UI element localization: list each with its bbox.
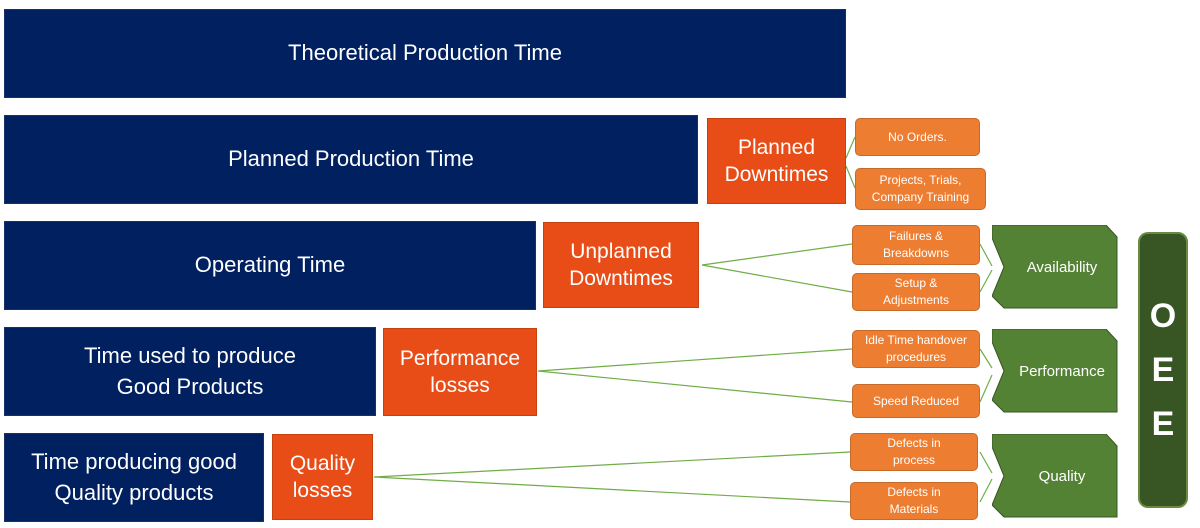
cause-idle-time-handover: Idle Time handover procedures [852, 330, 980, 368]
connector-quality-defects-process [373, 451, 851, 478]
connector-unplanned-failures [701, 243, 853, 266]
availability-shape [992, 225, 1118, 309]
connector-unplanned-setup [701, 264, 853, 293]
performance-label: Performance [1019, 362, 1105, 380]
cause-projects-label-line1: Projects, Trials, [879, 173, 962, 188]
operating-time-bar: Operating Time [4, 221, 536, 310]
quality-products-time-bar: Time producing good Quality products [4, 433, 264, 522]
theoretical-production-time-bar: Theoretical Production Time [4, 9, 846, 98]
cause-defects-in-materials: Defects in Materials [850, 482, 978, 520]
cause-no-orders: No Orders. [855, 118, 980, 156]
cause-failures-breakdowns: Failures & Breakdowns [852, 225, 980, 265]
quality-factor: Quality [992, 434, 1118, 518]
planned-downtimes-label-line2: Downtimes [724, 163, 829, 186]
planned-production-time-bar: Planned Production Time [4, 115, 698, 204]
good-products-time-label-line1: Time used to produce [84, 342, 296, 368]
connector-failures-availability [979, 243, 993, 267]
planned-downtimes-label-line1: Planned [737, 135, 816, 159]
connector-quality-defects-materials [373, 476, 851, 503]
availability-factor: Availability [992, 225, 1118, 309]
cause-projects-label-line2: Company Training [871, 190, 970, 204]
cause-setup-adjustments: Setup & Adjustments [852, 273, 980, 311]
cause-speed-reduced: Speed Reduced [852, 384, 980, 418]
connector-defects-process-quality [979, 451, 993, 474]
oee-letter-e2: E [1151, 405, 1175, 443]
performance-factor: Performance [992, 329, 1118, 413]
connector-planned-no-orders [845, 136, 856, 159]
performance-shape [992, 329, 1118, 413]
connector-performance-idle [537, 348, 853, 372]
good-products-time-label-line2: Good Products [116, 373, 264, 399]
oee-letter-o: O [1149, 297, 1177, 335]
quality-losses-label-line2: losses [292, 479, 353, 502]
good-products-time-bar: Time used to produce Good Products [4, 327, 376, 416]
theoretical-production-time-label: Theoretical Production Time [288, 40, 562, 66]
quality-label: Quality [1038, 467, 1086, 485]
cause-setup-label-line1: Setup & [894, 276, 938, 291]
operating-time-label: Operating Time [194, 252, 346, 278]
connector-setup-availability [979, 269, 993, 293]
unplanned-downtimes-label-line2: Downtimes [569, 267, 673, 290]
cause-defects-in-process: Defects in process [850, 433, 978, 471]
cause-setup-label-line2: Adjustments [882, 293, 950, 307]
connector-performance-speed [537, 370, 853, 403]
cause-no-orders-label: No Orders. [888, 129, 947, 144]
cause-speed-label: Speed Reduced [872, 393, 960, 408]
cause-idle-label-line1: Idle Time handover [864, 333, 968, 348]
quality-shape [992, 434, 1118, 518]
cause-failures-label-line1: Failures & [888, 229, 944, 244]
oee-box: O E E [1138, 232, 1188, 508]
planned-production-time-label: Planned Production Time [228, 146, 474, 172]
connector-defects-materials-quality [979, 478, 993, 503]
performance-losses-label-line1: Performance [399, 346, 521, 370]
quality-products-time-label-line2: Quality products [54, 479, 214, 505]
quality-losses-label-line1: Quality [289, 451, 356, 475]
connector-planned-projects [845, 165, 856, 189]
cause-idle-label-line2: procedures [885, 350, 947, 364]
cause-defects-process-label-line1: Defects in [887, 436, 941, 451]
cause-defects-materials-label-line1: Defects in [887, 485, 941, 500]
performance-losses-label-line2: losses [430, 374, 490, 397]
unplanned-downtimes-label-line1: Unplanned [570, 239, 672, 263]
oee-letter-e1: E [1151, 351, 1175, 389]
availability-label: Availability [1026, 258, 1098, 276]
cause-failures-label-line2: Breakdowns [882, 246, 950, 260]
connector-speed-performance [979, 374, 993, 403]
planned-downtimes-box: Planned Downtimes [707, 118, 846, 204]
cause-projects-trials-training: Projects, Trials, Company Training [855, 168, 986, 210]
cause-defects-materials-label-line2: Materials [889, 502, 939, 516]
cause-defects-process-label-line2: process [892, 453, 936, 467]
quality-losses-box: Quality losses [272, 434, 373, 520]
performance-losses-box: Performance losses [383, 328, 537, 416]
connector-idle-performance [979, 348, 993, 369]
quality-products-time-label-line1: Time producing good [31, 448, 237, 474]
unplanned-downtimes-box: Unplanned Downtimes [543, 222, 699, 308]
